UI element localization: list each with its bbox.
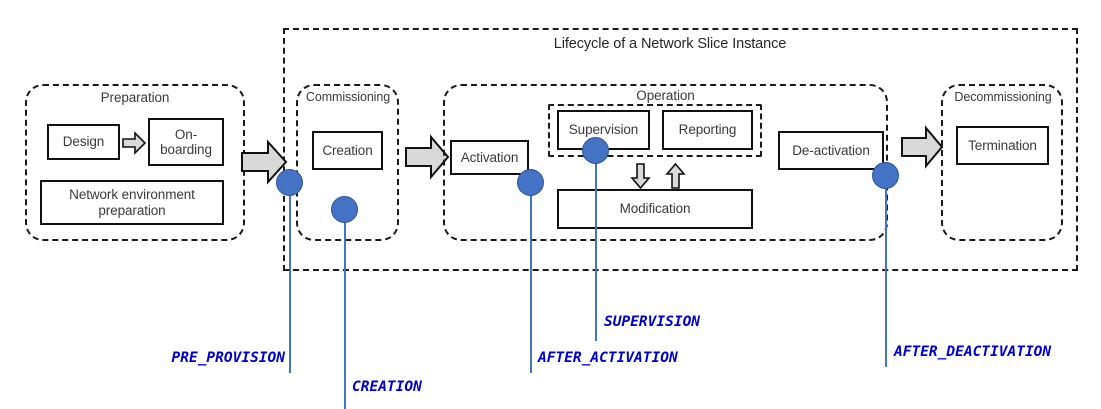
marker-line-supervision <box>595 150 597 341</box>
phase-decommissioning <box>941 84 1063 241</box>
phase-commissioning-caption: Commissioning <box>305 90 391 104</box>
marker-dot-supervision[interactable] <box>582 137 609 164</box>
task-on-boarding[interactable]: On-boarding <box>148 118 224 166</box>
marker-dot-after-deactivation[interactable] <box>872 162 899 189</box>
phase-operation-caption: Operation <box>636 88 695 103</box>
marker-label-creation: CREATION <box>352 379 422 395</box>
phase-preparation-caption: Preparation <box>100 90 170 105</box>
supervision-reporting-group <box>548 104 762 157</box>
marker-dot-after-activation[interactable] <box>517 169 544 196</box>
marker-label-after-deactivation: AFTER_DEACTIVATION <box>894 344 1052 360</box>
task-creation[interactable]: Creation <box>312 131 383 170</box>
marker-line-after-activation <box>530 182 532 373</box>
marker-label-pre-provision: PRE_PROVISION <box>171 350 286 366</box>
arrow-design-to-onboarding <box>122 131 147 155</box>
marker-line-pre-provision <box>289 182 291 373</box>
stage-arrow-operation-to-decommissioning <box>900 125 944 169</box>
marker-label-after-activation: AFTER_ACTIVATION <box>538 350 678 366</box>
stage-arrow-preparation-to-commissioning <box>240 139 288 185</box>
lifecycle-outer-container <box>283 28 1078 271</box>
diagram-title: Lifecycle of a Network Slice Instance <box>553 36 787 52</box>
task-design[interactable]: Design <box>47 124 120 160</box>
marker-line-after-deactivation <box>885 175 887 367</box>
arrow-up-from-modification <box>665 162 686 189</box>
stage-arrow-commissioning-to-operation <box>404 134 450 180</box>
task-modification[interactable]: Modification <box>557 189 753 229</box>
arrow-down-to-modification <box>630 163 651 190</box>
task-network-environment-preparation[interactable]: Network environment preparation <box>40 180 224 225</box>
marker-line-creation <box>344 209 346 409</box>
task-activation[interactable]: Activation <box>450 140 529 175</box>
phase-commissioning <box>296 84 399 241</box>
marker-dot-creation[interactable] <box>331 196 358 223</box>
task-termination[interactable]: Termination <box>956 126 1049 165</box>
task-reporting[interactable]: Reporting <box>662 110 753 150</box>
marker-label-supervision: SUPERVISION <box>604 314 701 330</box>
task-de-activation[interactable]: De-activation <box>778 131 884 170</box>
phase-decommissioning-caption: Decommissioning <box>954 90 1052 104</box>
marker-dot-pre-provision[interactable] <box>276 169 303 196</box>
